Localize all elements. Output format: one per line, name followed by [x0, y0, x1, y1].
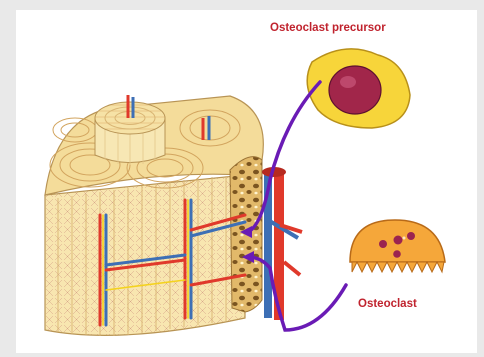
osteoclast-label: Osteoclast [358, 298, 417, 310]
osteoclast-precursor-cell [307, 49, 410, 128]
osteoclast-cell [350, 220, 445, 272]
osteoclast-precursor-label: Osteoclast precursor [270, 22, 386, 34]
